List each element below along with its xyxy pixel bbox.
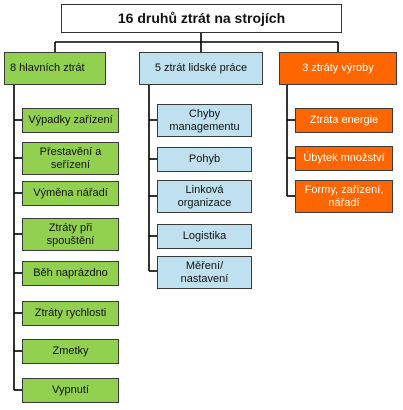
loss-item-setup-adjustment: Přestavění a seřízení bbox=[22, 142, 119, 175]
loss-item-tool-change: Výměna nářadí bbox=[22, 181, 119, 206]
loss-item-energy-loss: Ztráta energie bbox=[295, 108, 393, 133]
loss-item-defects: Zmetky bbox=[22, 339, 119, 364]
loss-item-shutdown: Vypnutí bbox=[22, 378, 119, 403]
group-header-labor-losses: 5 ztrát lidské práce bbox=[139, 52, 263, 85]
group-header-main-losses: 8 hlavních ztrát bbox=[4, 52, 106, 85]
loss-item-measurement-setting: Měření/ nastavení bbox=[157, 256, 252, 289]
loss-item-molds-tools: Formy, zařízení, nářadí bbox=[295, 180, 393, 213]
loss-item-logistics: Logistika bbox=[157, 224, 252, 249]
loss-item-startup: Ztráty při spouštění bbox=[22, 218, 119, 251]
loss-item-motion: Pohyb bbox=[157, 147, 252, 172]
loss-item-management-errors: Chyby managementu bbox=[157, 104, 252, 137]
loss-item-yield-loss: Úbytek množství bbox=[295, 146, 393, 171]
loss-item-speed-loss: Ztráty rychlosti bbox=[22, 301, 119, 326]
loss-item-equipment-failure: Výpadky zařízení bbox=[22, 108, 119, 133]
group-header-production-losses: 3 ztráty výroby bbox=[279, 52, 397, 85]
loss-item-line-organization: Linková organizace bbox=[157, 180, 252, 213]
loss-item-idling: Běh naprázdno bbox=[22, 261, 119, 286]
root-title: 16 druhů ztrát na strojích bbox=[61, 4, 342, 33]
